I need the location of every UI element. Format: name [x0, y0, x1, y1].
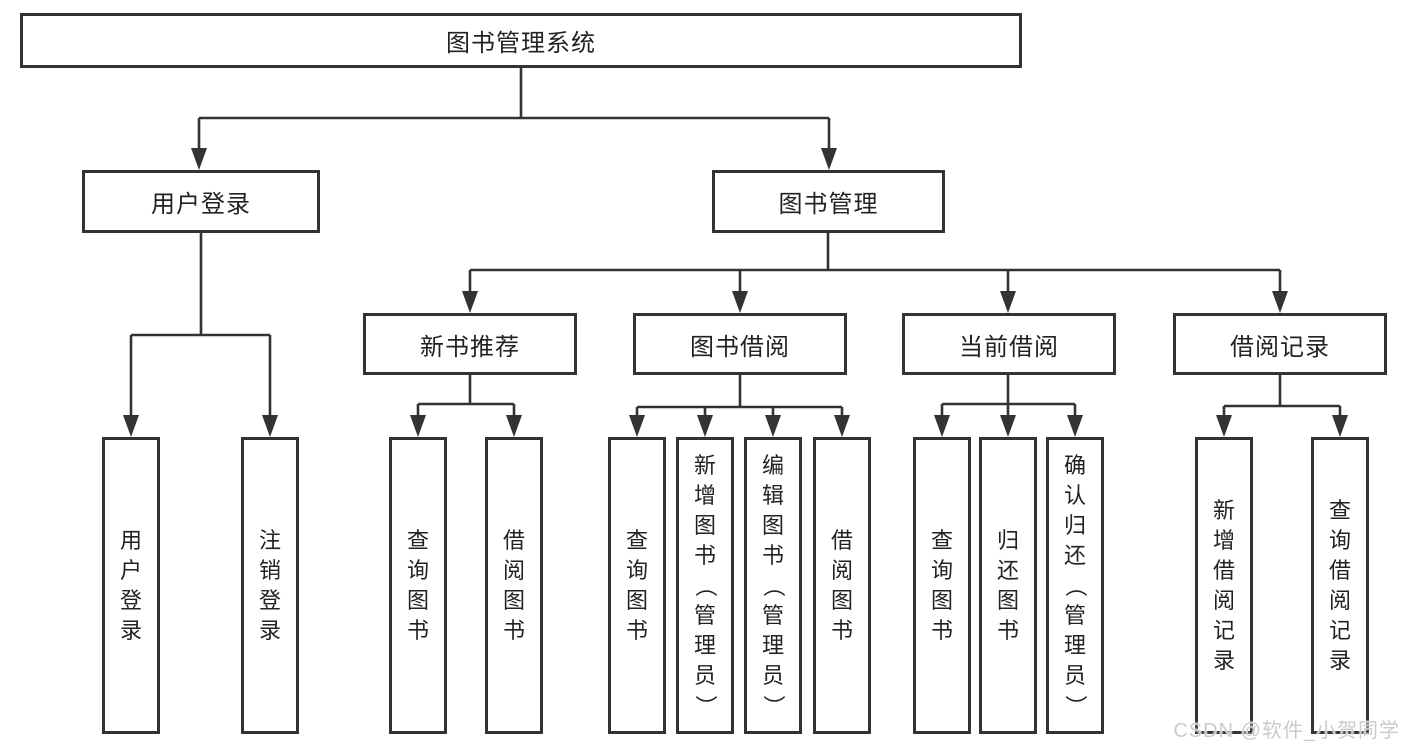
node-label: 新书推荐: [420, 333, 520, 361]
leaf-cb-confirm-return-admin: 确认归还（管理员）: [1046, 437, 1104, 734]
arrow-down-icon: [123, 415, 139, 437]
leaf-rec-borrow-books: 借阅图书: [485, 437, 543, 734]
node-label: 查询借阅记录: [1328, 497, 1351, 673]
node-label: 用户登录: [119, 527, 142, 643]
node-label: 查询图书: [406, 527, 429, 643]
node-label: 查询图书: [625, 527, 648, 643]
arrow-down-icon: [934, 415, 950, 437]
leaf-bb-query-books: 查询图书: [608, 437, 666, 734]
node-label: 当前借阅: [959, 333, 1059, 361]
leaf-user-login: 用户登录: [102, 437, 160, 734]
arrow-down-icon: [506, 415, 522, 437]
node-label: 图书借阅: [690, 333, 790, 361]
node-label: 编辑图书（管理员）: [761, 452, 786, 717]
node-label: 借阅图书: [830, 527, 853, 643]
node-label: 新增图书（管理员）: [693, 452, 718, 717]
leaf-br-query-record: 查询借阅记录: [1311, 437, 1369, 734]
arrow-down-icon: [834, 415, 850, 437]
node-label: 注销登录: [258, 527, 281, 643]
arrow-down-icon: [410, 415, 426, 437]
arrow-down-icon: [462, 291, 478, 313]
node-label: 用户登录: [151, 191, 251, 218]
arrow-down-icon: [1067, 415, 1083, 437]
node-label: 归还图书: [996, 527, 1019, 643]
arrow-down-icon: [765, 415, 781, 437]
arrow-down-icon: [732, 291, 748, 313]
leaf-bb-edit-book-admin: 编辑图书（管理员）: [744, 437, 802, 734]
node-new-book-recommend: 新书推荐: [363, 313, 577, 375]
connector-lines: [129, 68, 1342, 419]
arrow-down-icon: [697, 415, 713, 437]
arrow-down-icon: [1000, 415, 1016, 437]
node-label: 查询图书: [930, 527, 953, 643]
watermark: CSDN @软件_小贺同学: [1173, 720, 1400, 742]
node-label: 借阅记录: [1230, 333, 1330, 361]
arrow-down-icon: [1332, 415, 1348, 437]
arrow-down-icon: [1272, 291, 1288, 313]
node-label: 借阅图书: [502, 527, 525, 643]
leaf-bb-borrow-books: 借阅图书: [813, 437, 871, 734]
node-book-borrow: 图书借阅: [633, 313, 847, 375]
node-label: 图书管理系统: [446, 30, 596, 57]
node-label: 确认归还（管理员）: [1063, 452, 1088, 717]
leaf-cb-query-books: 查询图书: [913, 437, 971, 734]
leaf-rec-query-books: 查询图书: [389, 437, 447, 734]
arrow-down-icon: [1000, 291, 1016, 313]
arrow-down-icon: [629, 415, 645, 437]
node-user-login: 用户登录: [82, 170, 320, 233]
node-label: 新增借阅记录: [1212, 497, 1235, 673]
leaf-cb-return-books: 归还图书: [979, 437, 1037, 734]
arrow-down-icon: [262, 415, 278, 437]
arrow-down-icon: [1216, 415, 1232, 437]
leaf-logout: 注销登录: [241, 437, 299, 734]
node-label: 图书管理: [778, 191, 879, 218]
node-borrow-records: 借阅记录: [1173, 313, 1387, 375]
node-root: 图书管理系统: [20, 13, 1022, 68]
arrow-down-icon: [191, 148, 207, 170]
leaf-br-add-record: 新增借阅记录: [1195, 437, 1253, 734]
node-book-management: 图书管理: [712, 170, 945, 233]
node-current-borrow: 当前借阅: [902, 313, 1116, 375]
arrow-down-icon: [821, 148, 837, 170]
leaf-bb-add-book-admin: 新增图书（管理员）: [676, 437, 734, 734]
